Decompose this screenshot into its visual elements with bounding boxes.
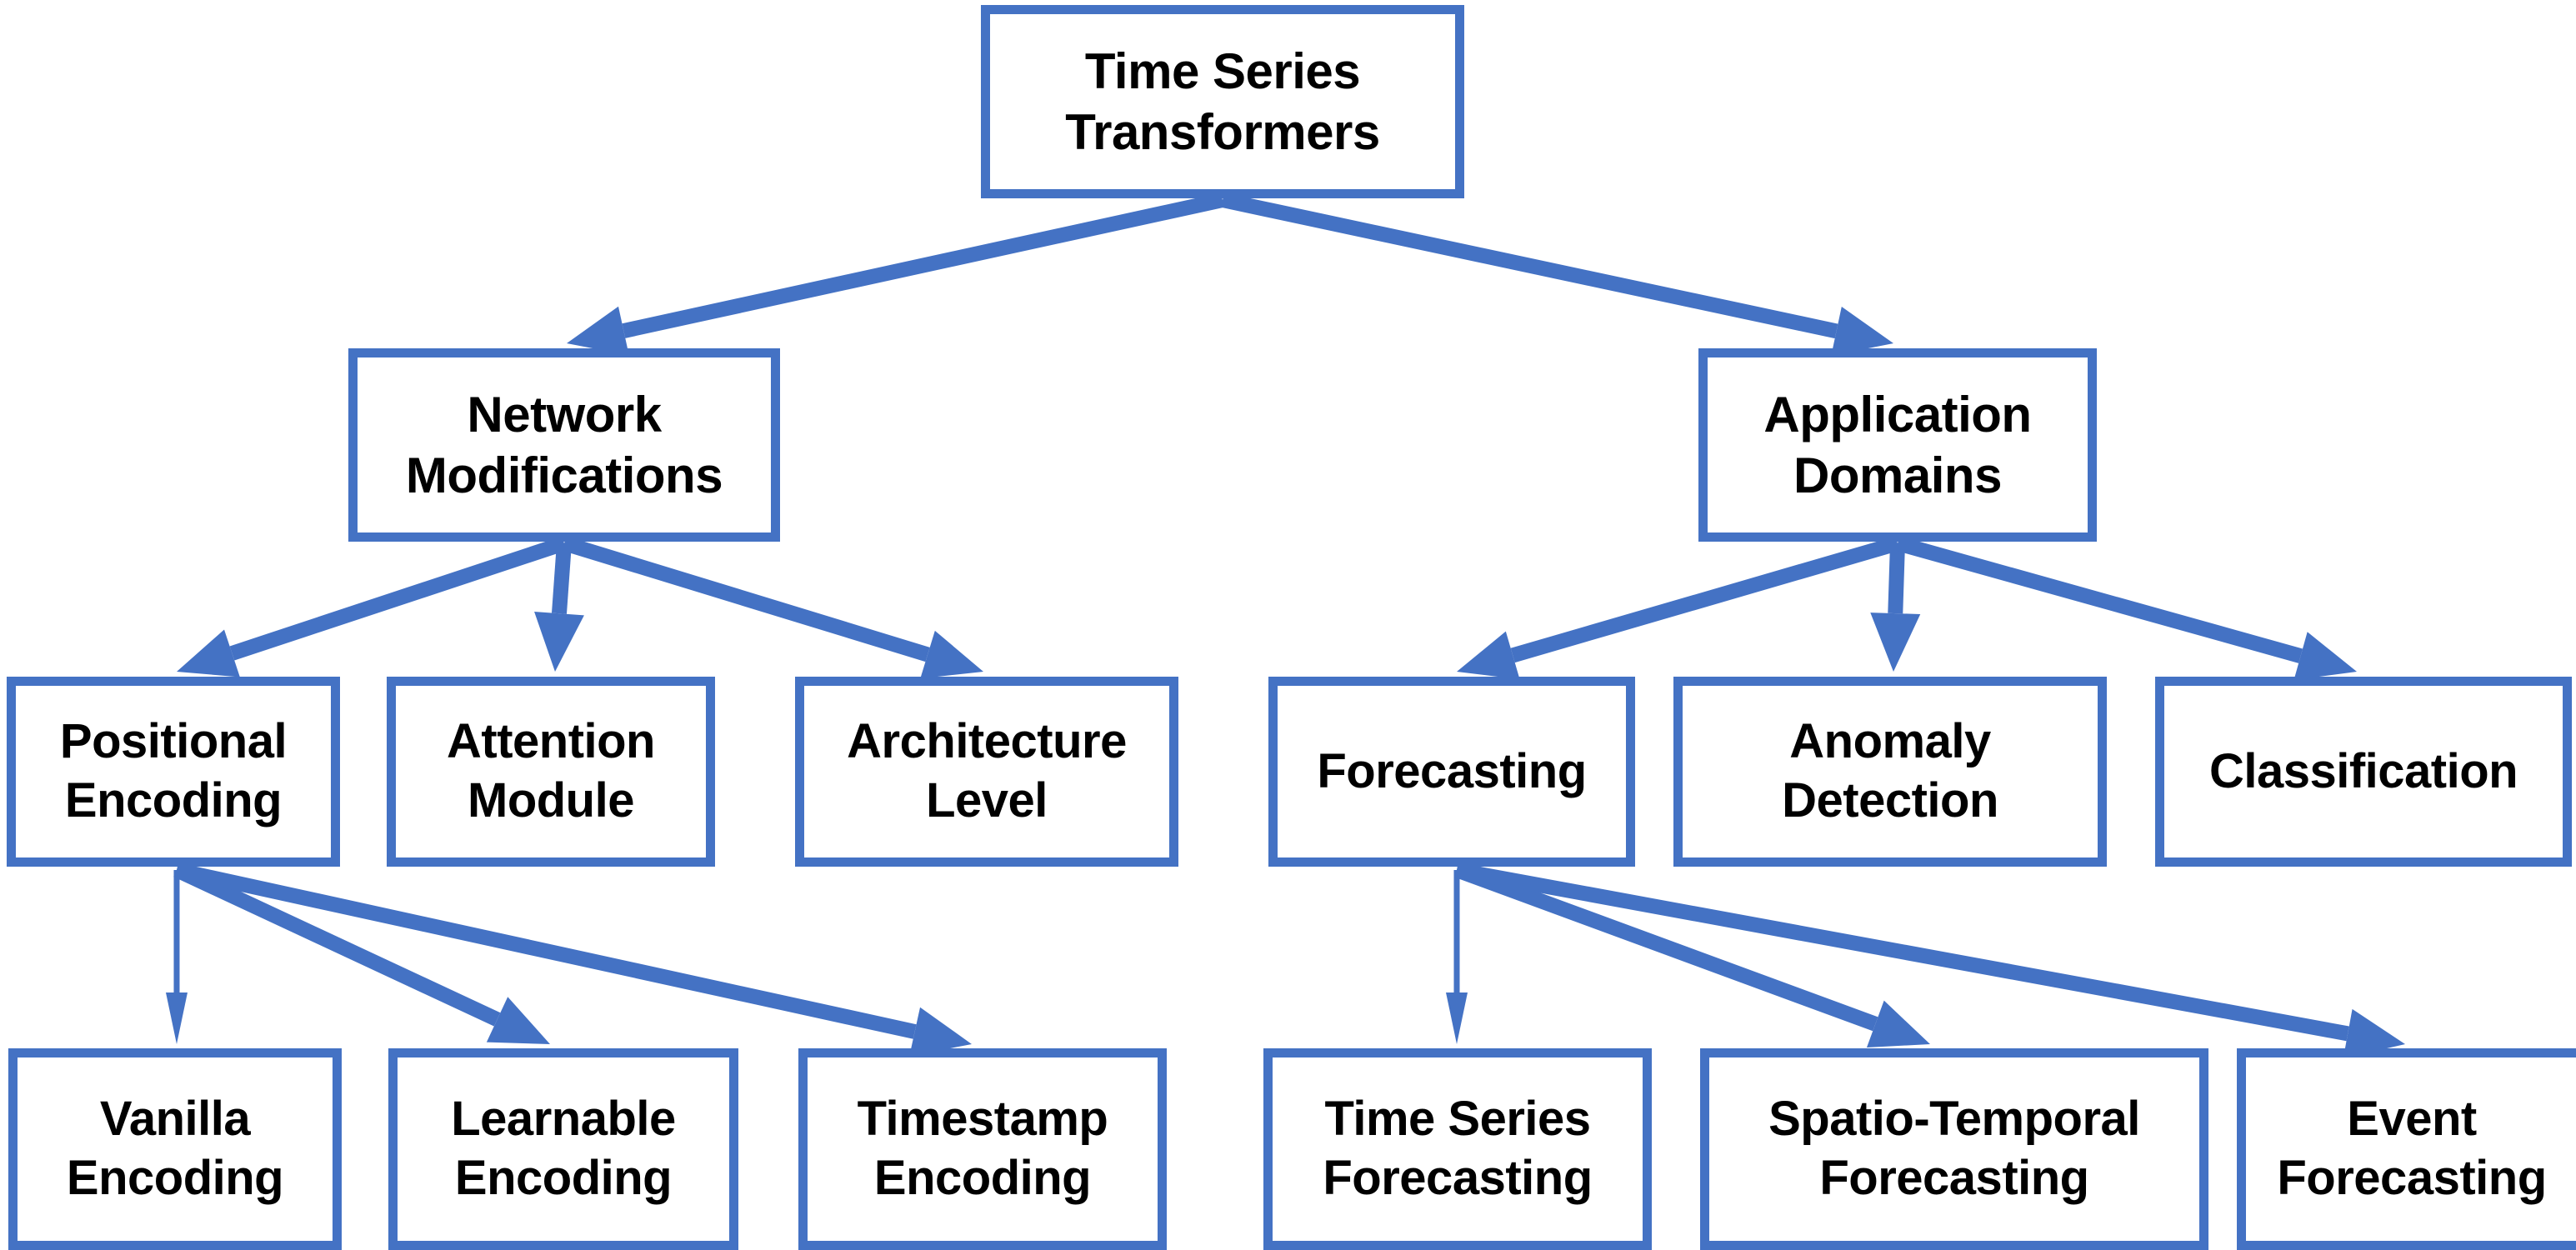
node-label-classif: Classification xyxy=(2208,743,2518,798)
edge-shaft xyxy=(562,536,930,662)
node-network[interactable]: Network Modifications xyxy=(348,348,780,542)
node-vanilla[interactable]: Vanilla Encoding xyxy=(8,1048,342,1250)
edge-shaft xyxy=(622,192,1224,338)
edge-posenc-to-vanilla xyxy=(166,870,188,1044)
edge-shaft xyxy=(1221,192,1838,339)
edge-shaft xyxy=(229,536,567,661)
node-classif[interactable]: Classification xyxy=(2155,677,2572,867)
edge-arrowhead xyxy=(486,997,550,1044)
edge-shaft xyxy=(1895,536,2303,663)
edge-root-to-network xyxy=(567,192,1224,356)
node-label-application: Application Domains xyxy=(1763,386,2032,503)
edge-arrowhead xyxy=(1446,992,1468,1044)
edge-arrowhead xyxy=(1870,612,1921,672)
node-label-attention: Attention Module xyxy=(447,714,656,828)
edge-shaft xyxy=(175,862,917,1039)
edge-forecasting-to-stforecast xyxy=(1453,862,1930,1048)
edge-shaft xyxy=(1453,870,1460,992)
node-label-anomaly: Anomaly Detection xyxy=(1782,714,1998,828)
node-archlevel[interactable]: Architecture Level xyxy=(795,677,1178,867)
node-application[interactable]: Application Domains xyxy=(1698,348,2097,542)
edge-application-to-forecasting xyxy=(1457,536,1900,680)
edge-arrowhead xyxy=(2293,632,2357,681)
edge-forecasting-to-evforecast xyxy=(1455,862,2405,1058)
node-learnable[interactable]: Learnable Encoding xyxy=(388,1048,738,1250)
node-posenc[interactable]: Positional Encoding xyxy=(7,677,340,867)
node-label-tsforecast: Time Series Forecasting xyxy=(1323,1092,1593,1205)
node-label-learnable: Learnable Encoding xyxy=(451,1092,676,1205)
node-label-network: Network Modifications xyxy=(405,386,723,503)
edge-forecasting-to-tsforecast xyxy=(1446,870,1468,1044)
node-label-stforecast: Spatio-Temporal Forecasting xyxy=(1768,1092,2140,1205)
edge-arrowhead xyxy=(166,992,188,1044)
node-anomaly[interactable]: Anomaly Detection xyxy=(1673,677,2107,867)
edge-shaft xyxy=(1455,862,2349,1042)
node-label-archlevel: Architecture Level xyxy=(847,714,1127,828)
edge-arrowhead xyxy=(920,630,983,679)
edge-shaft xyxy=(173,862,501,1027)
node-label-evforecast: Event Forecasting xyxy=(2277,1092,2547,1205)
node-forecasting[interactable]: Forecasting xyxy=(1268,677,1635,867)
edge-application-to-classif xyxy=(1895,536,2357,681)
node-label-forecasting: Forecasting xyxy=(1317,743,1587,798)
edge-posenc-to-learnable xyxy=(173,862,550,1044)
edge-shaft xyxy=(173,870,180,992)
edge-shaft xyxy=(1510,536,1900,663)
node-evforecast[interactable]: Event Forecasting xyxy=(2237,1048,2576,1250)
edge-network-to-posenc xyxy=(177,536,567,678)
node-label-root: Time Series Transformers xyxy=(1065,42,1380,160)
edge-arrowhead xyxy=(1457,631,1520,680)
edge-arrowhead xyxy=(177,629,240,678)
edge-network-to-attention xyxy=(534,542,584,672)
edge-shaft xyxy=(1888,542,1905,614)
edge-root-to-application xyxy=(1221,192,1893,356)
node-label-timestamp: Timestamp Encoding xyxy=(857,1092,1108,1205)
node-root[interactable]: Time Series Transformers xyxy=(981,5,1464,198)
node-label-posenc: Positional Encoding xyxy=(59,714,288,828)
edge-posenc-to-timestamp xyxy=(175,862,972,1057)
edge-arrowhead xyxy=(1866,1000,1930,1048)
edge-arrowhead xyxy=(534,612,584,672)
node-tsforecast[interactable]: Time Series Forecasting xyxy=(1263,1048,1652,1250)
node-attention[interactable]: Attention Module xyxy=(387,677,715,867)
edge-shaft xyxy=(1453,862,1878,1032)
edge-application-to-anomaly xyxy=(1870,542,1921,672)
node-timestamp[interactable]: Timestamp Encoding xyxy=(798,1048,1167,1250)
node-label-vanilla: Vanilla Encoding xyxy=(66,1092,284,1205)
node-stforecast[interactable]: Spatio-Temporal Forecasting xyxy=(1700,1048,2208,1250)
edge-shaft xyxy=(552,542,572,614)
edge-network-to-archlevel xyxy=(562,536,983,679)
